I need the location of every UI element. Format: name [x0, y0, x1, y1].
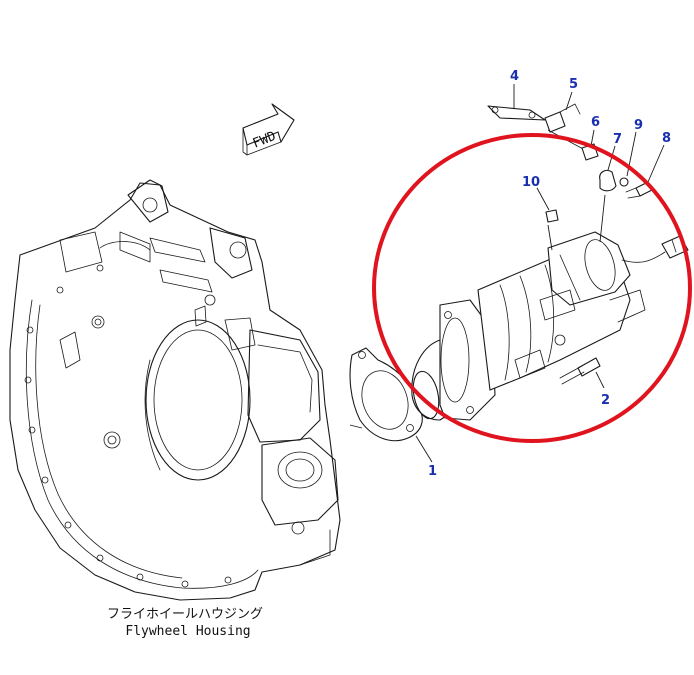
caption-english: Flywheel Housing [125, 624, 250, 639]
highlight-circle [372, 133, 692, 443]
forward-direction-arrow-icon: FWD [242, 103, 295, 156]
callout-4: 4 [510, 69, 519, 84]
callout-5: 5 [569, 77, 578, 92]
bolt-part-2 [559, 357, 605, 389]
plate-part-4 [487, 84, 546, 121]
caption-japanese: フライホイールハウジング [107, 607, 263, 622]
nut-part-10 [536, 187, 559, 223]
flywheel-housing [9, 179, 341, 601]
clamp-part-7 [599, 145, 617, 192]
callout-10: 10 [522, 175, 540, 190]
callout-2: 2 [601, 393, 610, 408]
callout-1: 1 [428, 464, 437, 479]
washer-part-9 [619, 131, 637, 187]
leader-10-to-starter [547, 224, 553, 251]
callout-6: 6 [591, 115, 600, 130]
leader-1 [415, 435, 433, 463]
callout-9: 9 [634, 118, 643, 133]
callout-8: 8 [662, 131, 671, 146]
callout-7: 7 [613, 132, 622, 147]
